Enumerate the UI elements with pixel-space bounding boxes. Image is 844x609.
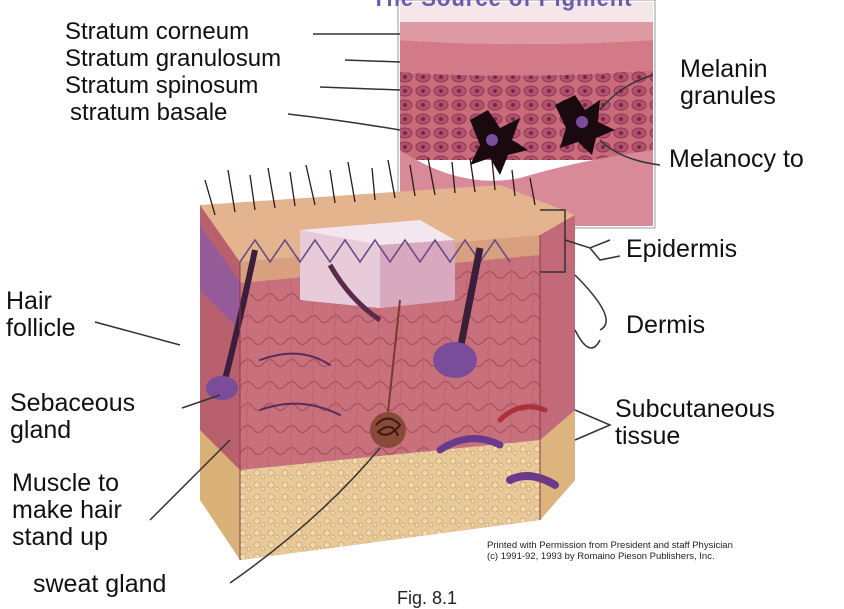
credit-text: Printed with Permission from President a… [487,540,733,563]
label-dermis: Dermis [626,312,705,339]
label-subcutaneous-tissue: Subcutaneous tissue [615,396,775,450]
label-stratum-spinosum: Stratum spinosum [65,74,258,98]
figure-caption: Fig. 8.1 [397,588,457,609]
label-stratum-basale: stratum basale [70,101,227,125]
inset-title: The Source of Pigment [372,0,633,12]
label-stratum-granulosum: Stratum granulosum [65,47,281,71]
label-sebaceous-gland: Sebaceous gland [10,390,135,444]
label-sweat-gland: sweat gland [33,571,166,598]
label-hair-follicle: Hair follicle [6,288,75,342]
skin-block [200,158,575,560]
label-melanin-granules: Melanin granules [680,56,776,110]
label-melanocyte: Melanocy to [669,146,804,173]
label-stratum-corneum: Stratum corneum [65,20,249,44]
label-muscle: Muscle to make hair stand up [12,470,122,551]
label-epidermis: Epidermis [626,236,737,263]
